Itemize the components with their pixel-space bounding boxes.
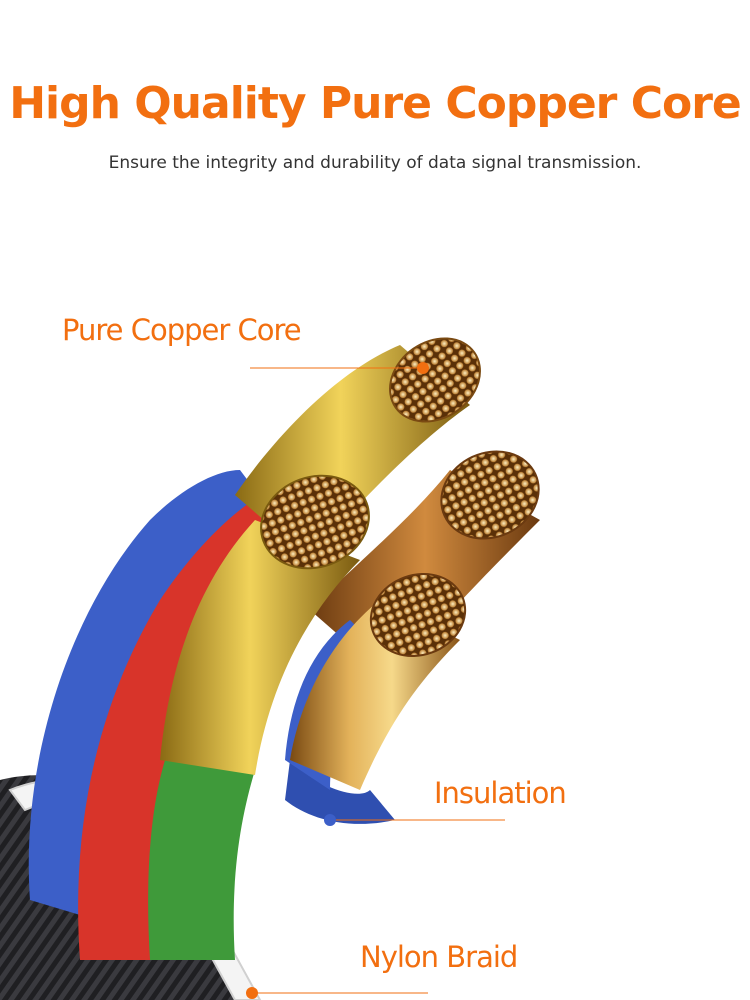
page-title: High Quality Pure Copper Core <box>9 78 742 129</box>
callout-label-insulation: Insulation <box>434 776 567 810</box>
core-marker-dot <box>417 362 429 374</box>
callout-braid-pointer <box>246 987 428 999</box>
callout-label-core: Pure Copper Core <box>62 313 302 347</box>
callout-label-braid: Nylon Braid <box>360 940 518 974</box>
page-subtitle: Ensure the integrity and durability of d… <box>108 153 642 173</box>
copper-strand-bundle-front <box>160 474 370 775</box>
green-insulated-wire <box>148 760 255 960</box>
copper-strand-bundle-lower <box>290 572 467 790</box>
red-insulated-wire <box>78 485 310 960</box>
insulation-marker-dot <box>324 814 336 826</box>
braid-marker-dot <box>246 987 258 999</box>
callout-insulation-pointer <box>324 814 505 826</box>
callout-core-pointer <box>250 362 429 374</box>
